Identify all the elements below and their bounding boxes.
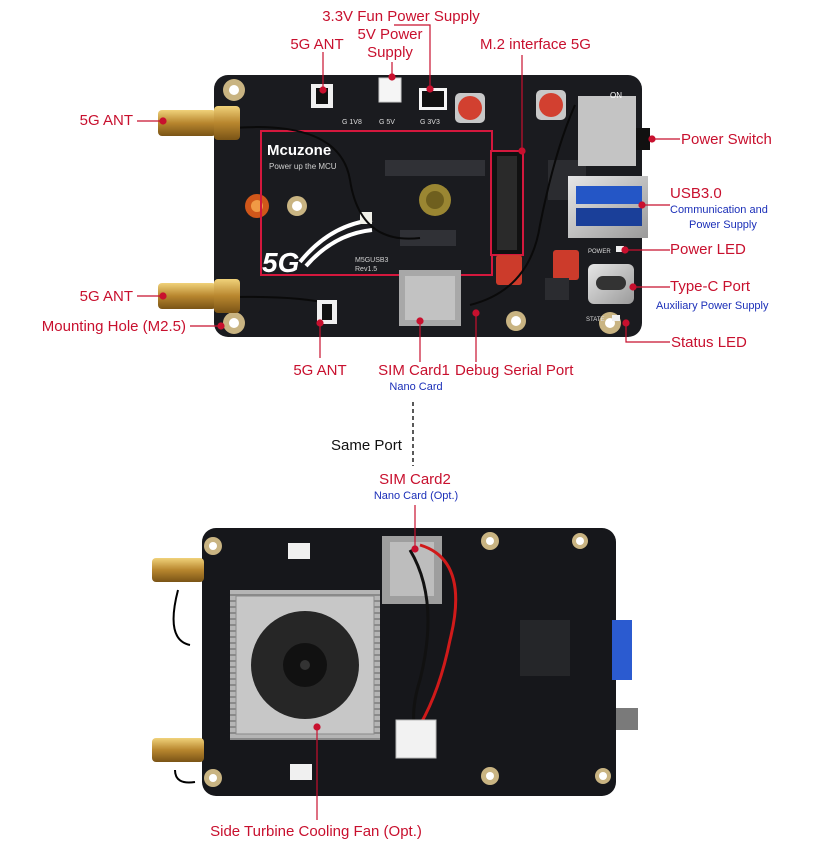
antenna-left-bottom-label: 5G ANT [79,288,133,305]
usb3-label: USB3.0 [670,185,722,202]
svg-text:G 3V3: G 3V3 [420,119,440,126]
five-v-power-label-line2: Supply [367,44,413,61]
same-port-label: Same Port [331,437,402,454]
status-led-label: Status LED [671,334,747,351]
brand-logo: Mcuzone [267,142,331,159]
sim-card2-sub-label: Nano Card (Opt.) [373,490,459,502]
antenna-top-label: 5G ANT [290,36,344,53]
type-c-sub-label: Auxiliary Power Supply [656,300,769,312]
antenna-bottom-label: 5G ANT [293,362,347,379]
svg-text:POWER: POWER [588,249,611,255]
bottom-board [152,528,638,796]
callout-leaders [137,24,680,820]
power-switch-label: Power Switch [681,131,772,148]
sim-card1-sub-label: Nano Card [389,381,443,393]
fan-power-label: 3.3V Fun Power Supply [322,8,480,25]
type-c-label: Type-C Port [670,278,751,295]
5g-logo: 5G [262,247,299,278]
svg-text:ON: ON [610,91,622,100]
sim-card2-label: SIM Card2 [379,471,451,488]
usb3-sub-label-line1: Communication and [670,204,768,216]
cooling-fan-label: Side Turbine Cooling Fan (Opt.) [210,823,422,840]
usb3-sub-label-line2: Power Supply [689,219,757,231]
antenna-left-top-label: 5G ANT [79,112,133,129]
svg-text:Power up the MCU: Power up the MCU [269,162,337,171]
svg-text:STATE: STATE [586,317,604,323]
five-v-power-label-line1: 5V Power [357,26,423,43]
svg-text:G 5V: G 5V [379,119,395,126]
svg-text:Rev1.5: Rev1.5 [355,266,377,273]
mounting-hole-icon [223,79,621,334]
debug-serial-label: Debug Serial Port [455,362,574,379]
m2-interface-label: M.2 interface 5G [480,36,591,53]
power-led-label: Power LED [670,241,746,258]
top-board: Mcuzone Power up the MCU 5G M5GUSB3 Rev1… [158,75,650,337]
svg-text:G 1V8: G 1V8 [342,119,362,126]
sma-antenna-icon [158,106,240,313]
sim-card1-label: SIM Card1 [378,362,450,379]
svg-text:M5GUSB3: M5GUSB3 [355,257,389,264]
mounting-hole-label: Mounting Hole (M2.5) [41,318,186,335]
